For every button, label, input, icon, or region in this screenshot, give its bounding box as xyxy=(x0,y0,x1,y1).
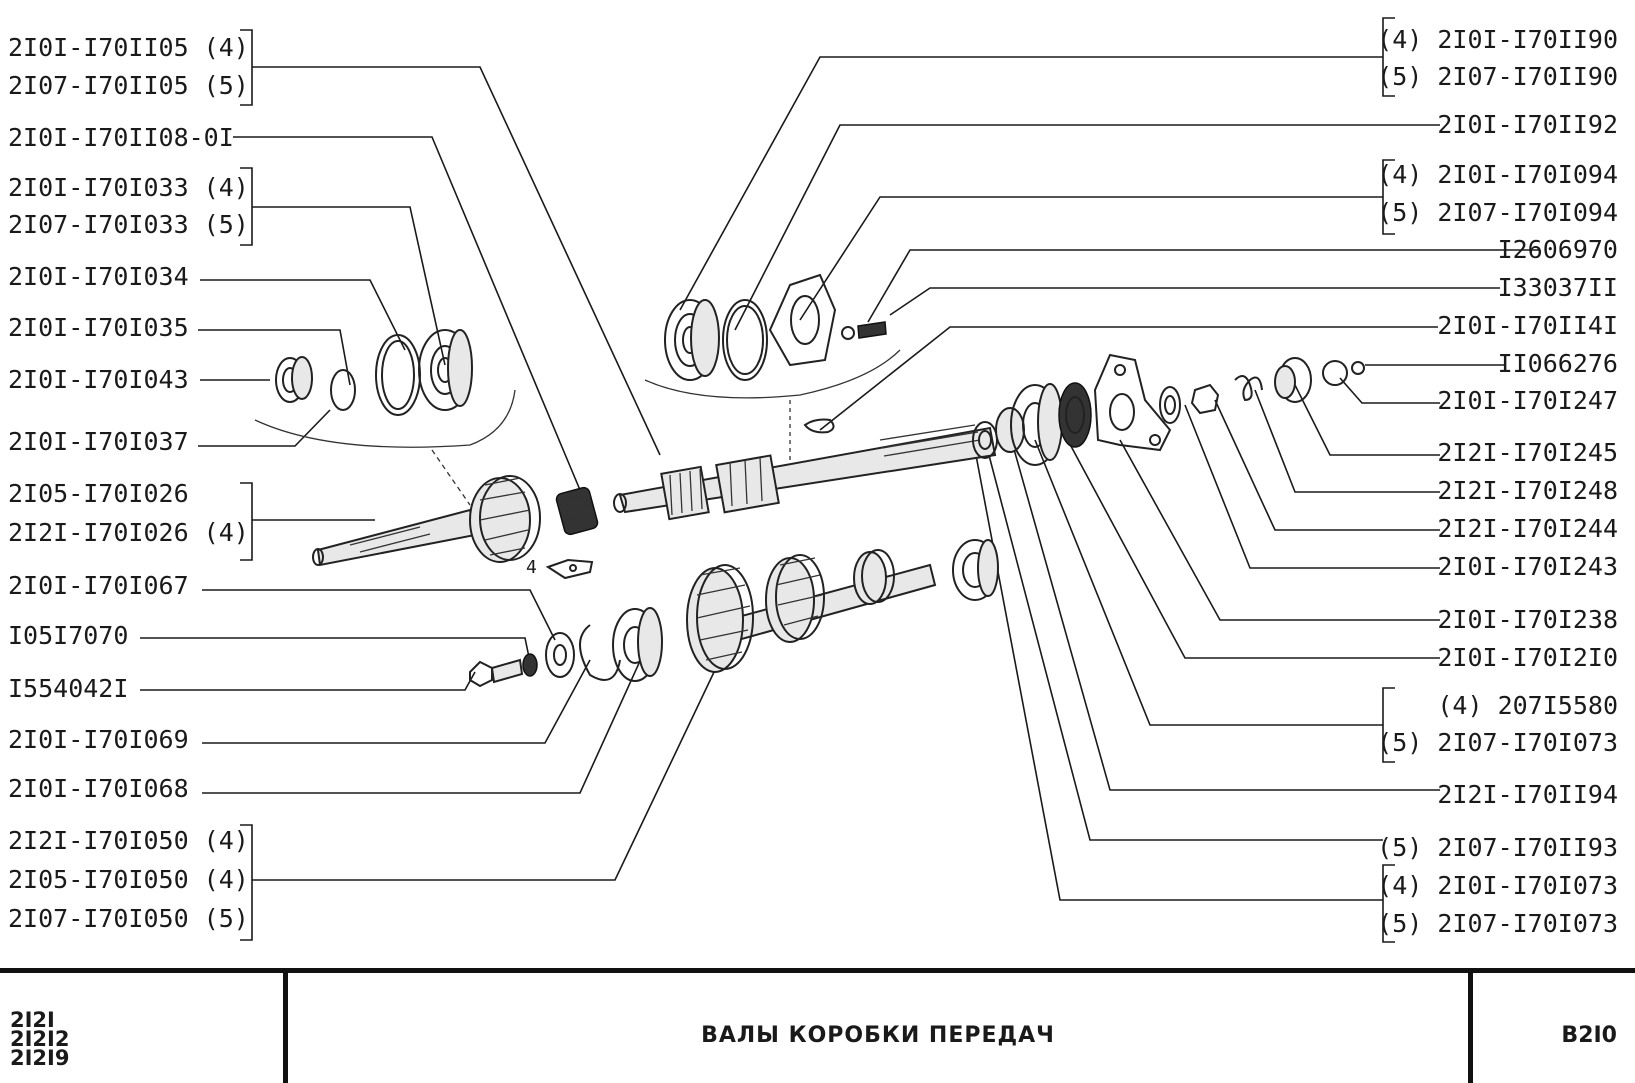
leader-lines-left xyxy=(140,66,716,881)
part-label: 2I0I-I70I068 xyxy=(8,774,189,803)
rear-bearing-group xyxy=(664,273,887,381)
exploded-diagram: 2I0I-I70II05 (4) 2I07-I70II05 (5) 2I0I-I… xyxy=(8,17,1618,943)
part-label: 2I0I-I70I034 xyxy=(8,262,189,291)
part-label: 2I0I-I70I033 (4) xyxy=(8,173,249,202)
part-label: (4) 2I0I-I70I073 xyxy=(1377,871,1618,900)
part-label: 2I0I-I70I247 xyxy=(1437,386,1618,415)
model-list: 2I2I 2I2I2 2I2I9 xyxy=(0,973,288,1083)
part-label: 2I05-I70I026 xyxy=(8,479,189,508)
model-code: 2I2I2 xyxy=(10,1027,70,1051)
part-label: 2I0I-I70I238 xyxy=(1437,605,1618,634)
sheet-code: В2I0 xyxy=(1561,1023,1617,1048)
leader-lines-right xyxy=(679,56,1540,901)
part-label: 2I05-I70I050 (4) xyxy=(8,865,249,894)
part-label: 2I0I-I70II08-0I xyxy=(8,123,234,152)
part-label: (5) 2I07-I70II93 xyxy=(1377,833,1618,862)
part-label: 2I0I-I70I035 xyxy=(8,313,189,342)
input-shaft-parts xyxy=(275,329,473,416)
model-code: 2I2I9 xyxy=(10,1046,70,1070)
part-label: I33037II xyxy=(1498,273,1618,302)
part-label: (5) 2I07-I70I094 xyxy=(1377,198,1618,227)
part-label: 2I07-I70I033 (5) xyxy=(8,210,249,239)
part-label: I05I7070 xyxy=(8,621,128,650)
part-label: 2I2I-I70I244 xyxy=(1437,514,1618,543)
assembly-arcs xyxy=(254,349,901,506)
part-label: 2I0I-I70I067 xyxy=(8,571,189,600)
part-label: 2I07-I70II05 (5) xyxy=(8,71,249,100)
part-label: 2I2I-I70II94 xyxy=(1437,780,1618,809)
part-label: 2I2I-I70I245 xyxy=(1437,438,1618,467)
part-label: (4) 2I0I-I70II90 xyxy=(1377,25,1618,54)
title-block: 2I2I 2I2I2 2I2I9 ВАЛЫ КОРОБКИ ПЕРЕДАЧ В2… xyxy=(0,968,1635,1083)
part-label: 2I0I-I70II05 (4) xyxy=(8,33,249,62)
needle-bearing xyxy=(555,486,599,536)
part-label: (5) 2I07-I70I073 xyxy=(1377,909,1618,938)
part-label: (5) 2I07-I70I073 xyxy=(1377,728,1618,757)
part-label: 2I2I-I70I248 xyxy=(1437,476,1618,505)
part-label: I554042I xyxy=(8,674,128,703)
left-labels: 2I0I-I70II05 (4) 2I07-I70II05 (5) 2I0I-I… xyxy=(8,33,249,933)
part-label: 2I0I-I70I069 xyxy=(8,725,189,754)
input-shaft xyxy=(312,475,541,567)
part-label: 2I2I-I70I050 (4) xyxy=(8,826,249,855)
key xyxy=(803,418,835,434)
part-label: (5) 2I07-I70II90 xyxy=(1377,62,1618,91)
part-label: 2I0I-I70I2I0 xyxy=(1437,643,1618,672)
part-label: 2I0I-I70I037 xyxy=(8,427,189,456)
part-label: 2I2I-I70I026 (4) xyxy=(8,518,249,547)
part-label: 2I0I-I70II92 xyxy=(1437,110,1618,139)
part-label: (4) 207I5580 xyxy=(1437,691,1618,720)
countershaft xyxy=(469,539,999,688)
part-label: 2I0I-I70I043 xyxy=(8,365,189,394)
part-label: 2I0I-I70I243 xyxy=(1437,552,1618,581)
model-code: 2I2I xyxy=(10,1008,55,1032)
part-label: II066276 xyxy=(1498,349,1618,378)
main-shaft xyxy=(613,424,997,521)
annotation-number: 4 xyxy=(526,557,537,578)
right-labels: (4) 2I0I-I70II90 (5) 2I07-I70II90 2I0I-I… xyxy=(1377,25,1618,938)
output-parts xyxy=(972,353,1365,466)
annotation-small-part: 4 xyxy=(526,557,594,580)
part-label: 2I07-I70I050 (5) xyxy=(8,904,249,933)
sheet-title: ВАЛЫ КОРОБКИ ПЕРЕДАЧ xyxy=(288,973,1473,1083)
part-label: (4) 2I0I-I70I094 xyxy=(1377,160,1618,189)
part-label: 2I0I-I70II4I xyxy=(1437,311,1618,340)
